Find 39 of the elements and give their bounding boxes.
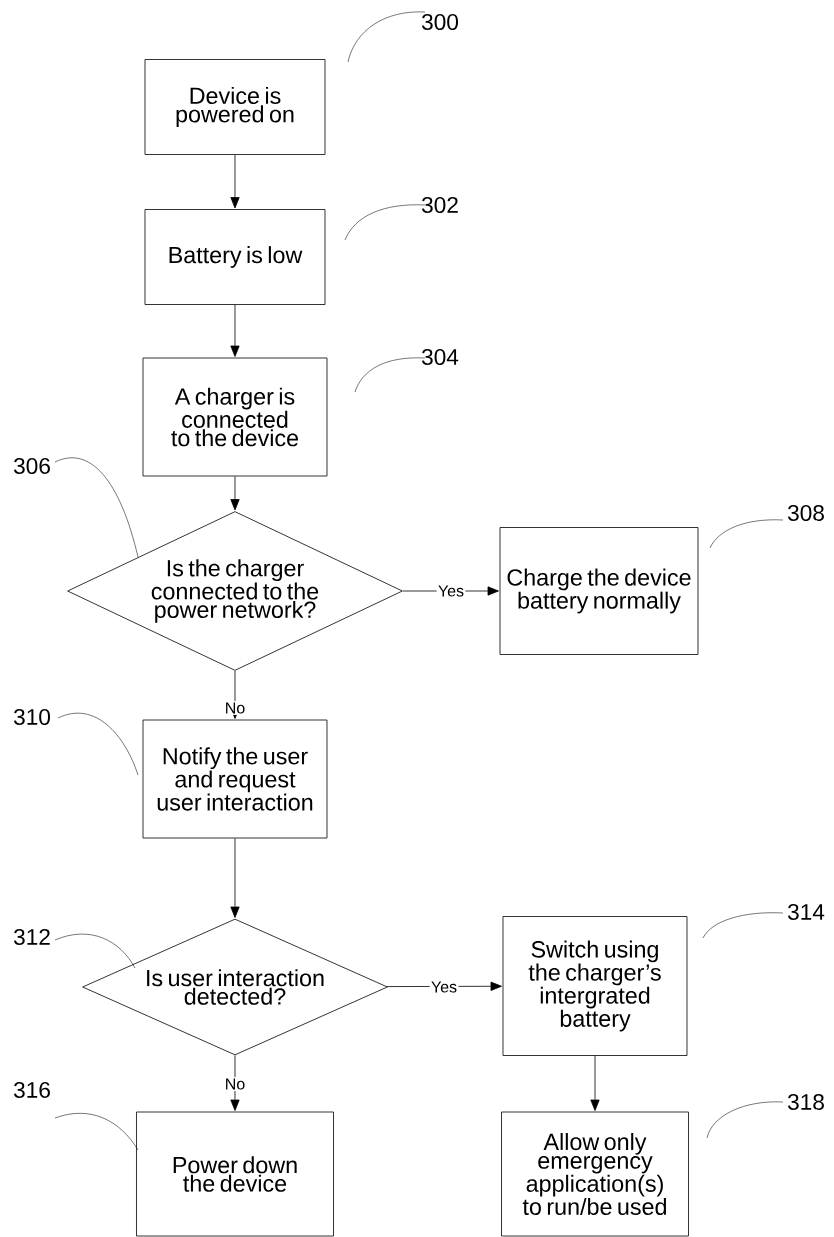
reference-numeral: 316: [13, 1082, 50, 1099]
reference-numeral: 302: [421, 197, 458, 214]
reference-numeral: 304: [421, 349, 459, 366]
leader-line: [354, 357, 426, 393]
leader-line: [347, 11, 426, 63]
leader-line: [54, 1113, 139, 1151]
arrow: [230, 476, 240, 511]
arrow: [590, 1055, 600, 1111]
arrow: [230, 1055, 240, 1111]
process-box: A charger is connected to the device: [142, 357, 328, 477]
leader-line: [54, 933, 136, 969]
edge-label: No: [223, 1077, 247, 1091]
process-box: Allow only emergency application(s) to run/be used: [501, 1111, 689, 1237]
edge-label: Yes: [436, 584, 466, 598]
reference-numeral: 318: [787, 1094, 824, 1111]
reference-numeral: 310: [13, 709, 51, 726]
arrow: [230, 154, 240, 209]
leader-line: [702, 912, 784, 939]
process-box: Device is powered on: [144, 59, 326, 155]
leader-line: [54, 457, 139, 558]
process-box: Notify the user and request user interaction: [142, 719, 328, 839]
reference-numeral: 300: [421, 14, 459, 31]
process-box: Power down the device: [136, 1111, 334, 1237]
reference-numeral: 308: [787, 505, 824, 522]
arrow: [230, 838, 240, 918]
arrow: [386, 981, 502, 991]
edge-label: Yes: [429, 980, 459, 994]
edge-label: No: [223, 701, 247, 715]
reference-numeral: 312: [13, 929, 50, 946]
leader-line: [709, 519, 784, 549]
leader-line: [57, 712, 139, 776]
reference-numeral: 306: [13, 458, 50, 475]
process-box: Charge the device battery normally: [499, 527, 699, 655]
process-box: Switch using the charger’s intergrated battery: [502, 916, 688, 1056]
leader-line: [344, 204, 426, 241]
process-box: Battery is low: [144, 209, 326, 305]
arrow: [230, 304, 240, 357]
reference-numeral: 314: [787, 904, 825, 921]
leader-line: [706, 1101, 784, 1139]
